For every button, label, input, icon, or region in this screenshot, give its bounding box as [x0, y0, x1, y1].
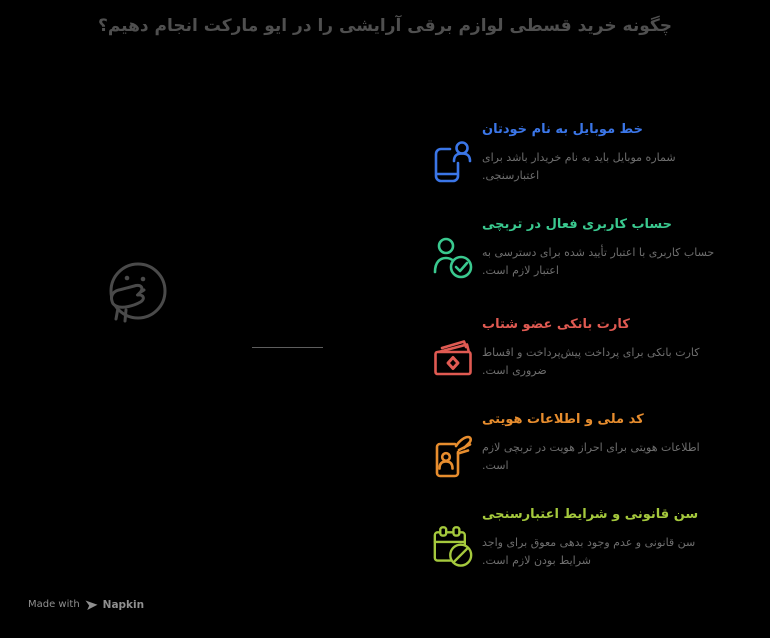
item-description: شماره موبایل باید به نام خریدار باشد برا…	[482, 151, 676, 182]
calendar-ban-icon	[433, 525, 473, 567]
thinking-face-illustration	[98, 253, 178, 338]
requirement-item-identity-info: کد ملی و اطلاعات هویتی اطلاعات هویتی برا…	[433, 411, 738, 478]
page-title: چگونه خرید قسطی لوازم برقی آرایشی را در …	[97, 16, 673, 36]
requirement-item-user-account: حساب کاربری فعال در تربچی حساب کاربری با…	[433, 216, 738, 279]
item-heading: کارت بانکی عضو شتاب	[482, 317, 630, 332]
requirement-item-legal-age: سن قانونی و شرایط اعتبارسنجی سن قانونی و…	[433, 506, 738, 569]
item-description: اطلاعات هویتی برای احراز هویت در تربچی ل…	[482, 441, 700, 472]
napkin-logo-icon	[85, 598, 98, 611]
item-heading: سن قانونی و شرایط اعتبارسنجی	[482, 507, 699, 522]
item-description: کارت بانکی برای پرداخت پیش‌پرداخت و اقسا…	[482, 346, 700, 377]
item-heading: حساب کاربری فعال در تربچی	[482, 217, 672, 232]
user-check-icon	[433, 235, 473, 279]
thinking-face-icon	[109, 262, 167, 323]
item-description: حساب کاربری با اعتبار تأیید شده برای دست…	[482, 246, 715, 277]
made-with-label: Made with	[28, 599, 80, 610]
bank-cards-icon	[433, 335, 473, 379]
phone-user-icon	[433, 140, 473, 184]
made-with-napkin-credit: Made with Napkin	[28, 598, 144, 611]
id-card-hand-icon	[433, 430, 473, 478]
requirement-item-mobile-line: خط موبایل به نام خودتان شماره موبایل بای…	[433, 121, 738, 184]
connector-line	[252, 347, 323, 348]
item-heading: خط موبایل به نام خودتان	[482, 122, 643, 137]
napkin-brand-label: Napkin	[102, 598, 145, 611]
item-heading: کد ملی و اطلاعات هویتی	[482, 412, 644, 427]
requirement-item-bank-card: کارت بانکی عضو شتاب کارت بانکی برای پردا…	[433, 316, 738, 379]
item-description: سن قانونی و عدم وجود بدهی معوق برای واجد…	[482, 536, 696, 567]
